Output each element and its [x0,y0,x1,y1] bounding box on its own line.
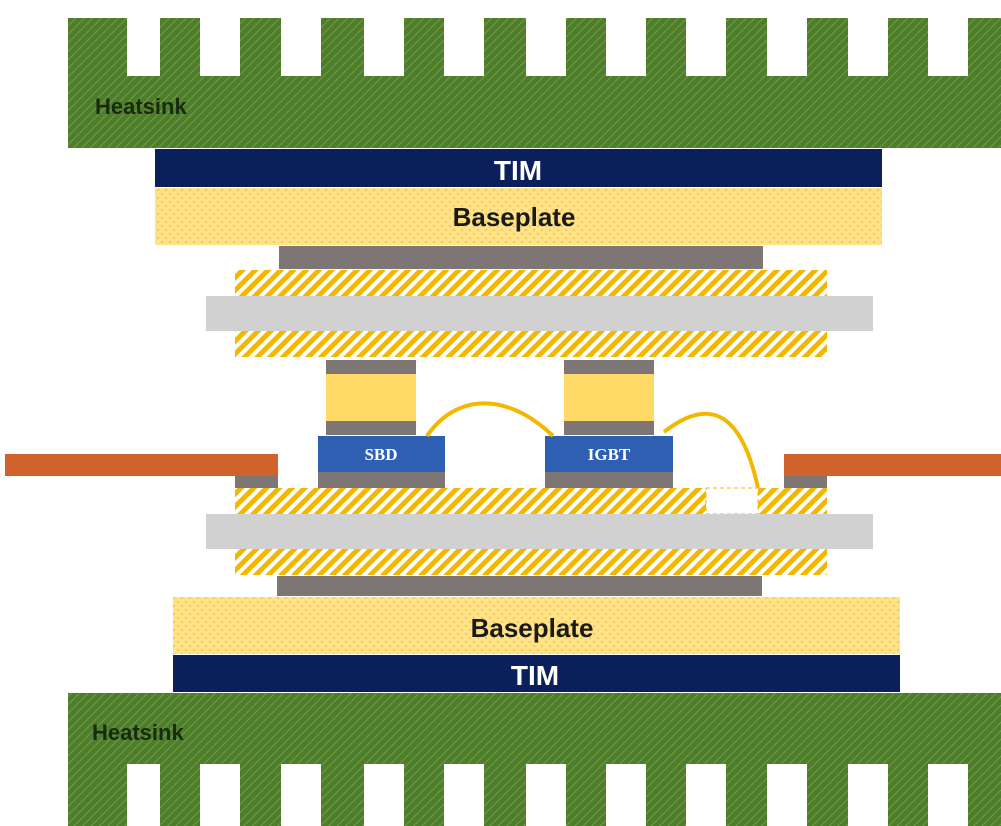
copper-layer-bottom-inner-right [758,488,827,514]
sbd-die-label: SBD [364,445,397,464]
baseplate-bottom [173,597,900,654]
heatsink-bottom [68,693,1001,826]
copper-layer-top-outer [235,270,827,296]
igbt-die [545,436,673,472]
tim-bottom [173,655,900,692]
wire-bond-sbd-igbt [425,401,555,438]
solder-layer-top [279,246,763,269]
spacer-igbt [564,360,654,435]
dbc-substrate-bottom [206,487,873,575]
igbt-die-solder [545,472,673,488]
heatsink-bottom-label: Heatsink [92,720,184,745]
tim-top [155,149,882,187]
terminal-left [5,454,278,488]
heatsink-top [68,18,1001,148]
tim-top-label: TIM [494,155,542,186]
wire-bond-igbt-substrate [662,411,760,489]
solder-layer-bottom [277,576,762,596]
copper-layer-top-inner [235,331,827,357]
ceramic-layer-top [206,296,873,331]
heatsink-top-label: Heatsink [95,94,187,119]
spacer-sbd [326,360,416,435]
copper-layer-bottom-outer [235,549,827,575]
sbd-die [318,436,445,472]
ceramic-layer-bottom [206,514,873,549]
igbt-die-label: IGBT [588,445,631,464]
dbc-substrate-top [206,270,873,357]
copper-layer-bottom-inner-left [235,488,706,514]
copper-trench-gap [705,487,759,515]
baseplate-top-label: Baseplate [453,202,576,232]
baseplate-top [155,188,882,245]
sbd-die-solder [318,472,445,488]
baseplate-bottom-label: Baseplate [471,613,594,643]
terminal-right [784,454,1001,488]
tim-bottom-label: TIM [511,660,559,691]
